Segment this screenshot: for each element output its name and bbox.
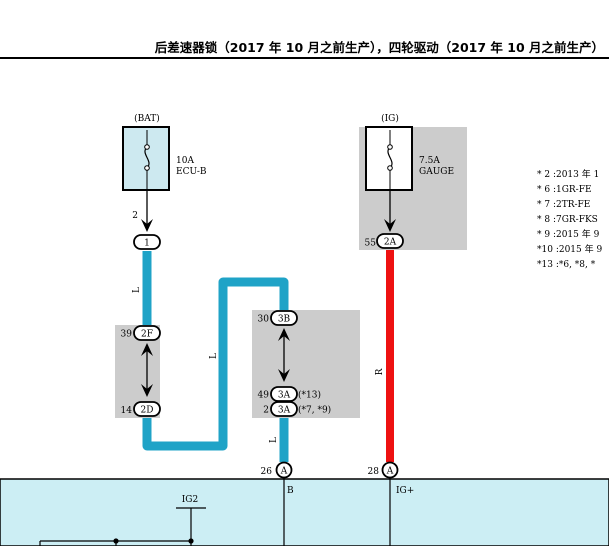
pin-label: 28: [368, 467, 380, 477]
fuse-ig-box: [365, 126, 413, 191]
note-line: * 9 :2015 年 9: [537, 228, 600, 240]
variant-note: (*7, *9): [298, 405, 331, 416]
pin-label: 30: [258, 315, 270, 325]
fuse-bat-name: ECU-B: [176, 167, 207, 177]
note-line: *13 :*6, *8, *: [537, 260, 596, 270]
note-line: * 2 :2013 年 1: [537, 168, 599, 180]
svg-text:A: A: [386, 467, 394, 477]
svg-text:2F: 2F: [141, 330, 153, 340]
svg-text:3A: 3A: [278, 391, 291, 401]
junction-block-right: [252, 310, 360, 418]
note-line: * 7 :2TR-FE: [537, 200, 590, 210]
svg-text:2D: 2D: [141, 406, 154, 416]
arrow-down-icon: [141, 384, 153, 397]
pin-label: 55: [365, 239, 377, 249]
connector-3A: [270, 386, 298, 402]
svg-text:3B: 3B: [278, 315, 291, 325]
arrow-up-icon: [278, 328, 290, 341]
terminal-label: IG+: [396, 486, 414, 496]
arrow-down-icon: [278, 369, 290, 382]
page-title: 后差速器锁（2017 年 10 月之前生产），四轮驱动（2017 年 10 月之…: [155, 40, 604, 55]
pin-label: 2: [132, 211, 138, 221]
pin-label: 2: [263, 406, 269, 416]
svg-text:2A: 2A: [384, 238, 397, 248]
note-line: * 6 :1GR-FE: [537, 185, 592, 195]
pin-label: 26: [261, 467, 273, 477]
variant-note: (*13): [298, 390, 321, 401]
svg-text:3A: 3A: [278, 406, 291, 416]
connector-2A: [376, 233, 404, 249]
connector-2F: [133, 325, 161, 341]
ecu-terminal-b: [275, 461, 293, 479]
connector-1: [133, 234, 161, 250]
ecu-terminal-ig: [381, 461, 399, 479]
fuse-ig-label: (IG): [381, 113, 399, 124]
svg-text:A: A: [280, 467, 288, 477]
wire-label: L: [132, 287, 142, 293]
fuse-bat-box: [122, 126, 170, 191]
wire-L: [142, 251, 289, 462]
wire-label: L: [269, 437, 279, 443]
terminal-label: B: [287, 486, 294, 496]
fuse-bat-rating: 10A: [176, 156, 194, 166]
variant-notes: * 2 :2013 年 1 * 6 :1GR-FE * 7 :2TR-FE * …: [537, 168, 602, 270]
pin-label: 39: [121, 330, 133, 340]
wire-label: L: [209, 353, 219, 359]
junction-dot: [188, 538, 194, 544]
arrow-down-icon: [384, 219, 396, 232]
note-line: * 8 :7GR-FKS: [537, 215, 598, 225]
arrow-up-icon: [141, 343, 153, 356]
connector-3A: [270, 401, 298, 417]
connector-3B: [270, 310, 298, 326]
fuse-bat-label: (BAT): [134, 113, 160, 124]
pin-label: 14: [121, 406, 133, 416]
wire-label: R: [375, 368, 385, 375]
fuse-ig-rating: 7.5A: [419, 156, 440, 166]
ig2-label: IG2: [182, 495, 198, 505]
arrow-down-icon: [141, 219, 153, 232]
pin-label: 49: [258, 391, 270, 401]
svg-text:1: 1: [144, 239, 150, 249]
note-line: *10 :2015 年 9: [537, 243, 602, 255]
connector-2D: [133, 401, 161, 417]
fuse-ig-name: GAUGE: [419, 167, 454, 177]
ecu-body: [0, 478, 609, 546]
